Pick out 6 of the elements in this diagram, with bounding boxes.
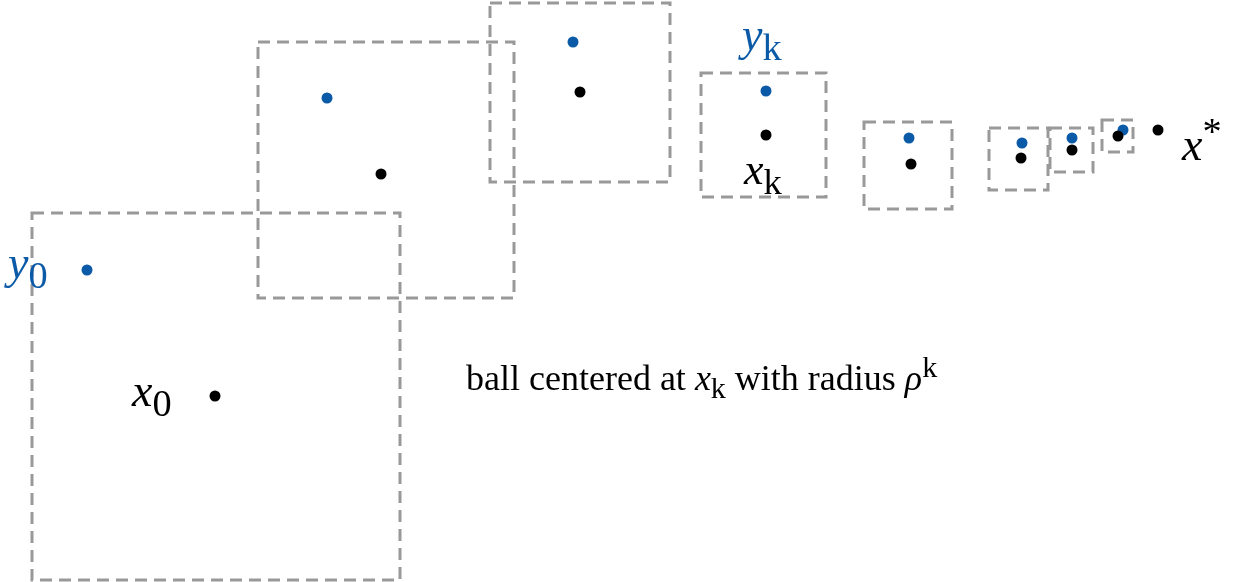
- point-label: y$_{k}$: [738, 12, 786, 67]
- annotation-text: ball centered at x$_{k}$ with radius ρ$^{k}$: [465, 352, 939, 404]
- point-label: x$_{k}$: [742, 148, 783, 201]
- point-label: x$^{*}$: [1180, 112, 1223, 169]
- point-label: y$_{0}$: [4, 240, 52, 295]
- point-label: x$_{0}$: [130, 368, 173, 423]
